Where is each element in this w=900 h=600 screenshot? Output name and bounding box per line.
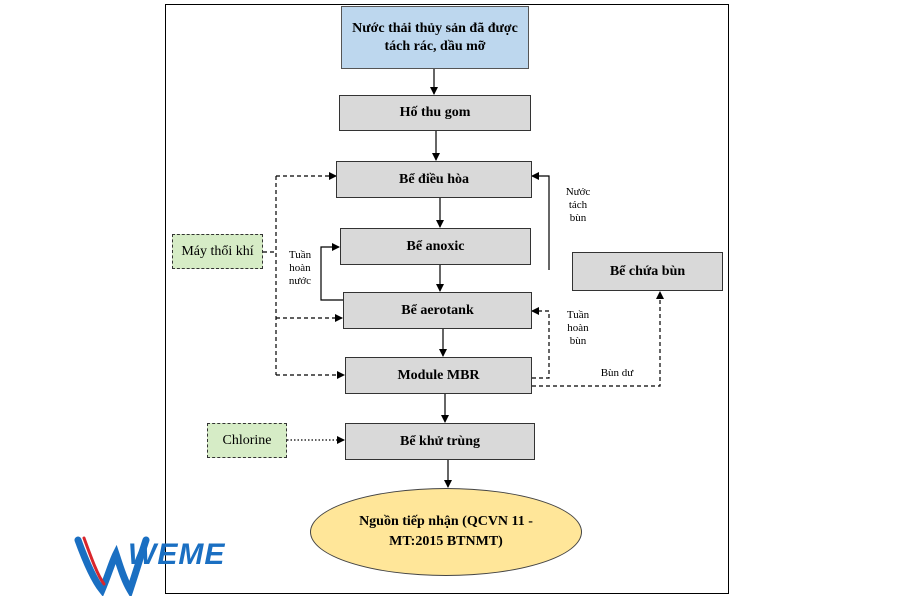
- node-disinfection-tank-label: Bể khử trùng: [400, 433, 480, 449]
- edge-sludge-recirculation: [531, 307, 550, 379]
- node-chlorine: Chlorine: [207, 423, 287, 458]
- node-chlorine-label: Chlorine: [222, 432, 272, 448]
- diagram-frame: [165, 4, 729, 594]
- node-disinfection-tank: Bể khử trùng: [345, 423, 535, 460]
- node-aerotank-label: Bể aerotank: [401, 302, 474, 318]
- edge-excess-sludge: [532, 291, 664, 387]
- node-equalization-tank-label: Bể điều hòa: [398, 171, 469, 187]
- edge-water-recirculation: [320, 243, 345, 301]
- node-receiving-source: Nguồn tiếp nhận (QCVN 11 - MT:2015 BTNMT…: [310, 488, 582, 576]
- node-mbr-module-label: Module MBR: [397, 367, 480, 383]
- node-equalization-tank: Bể điều hòa: [336, 161, 532, 198]
- node-blower: Máy thổi khí: [172, 234, 263, 269]
- weme-logo-text: WEME: [128, 538, 226, 571]
- node-blower-label: Máy thổi khí: [181, 243, 254, 259]
- node-mbr-module: Module MBR: [345, 357, 532, 394]
- node-input-label: Nước thải thủy sản đã được tách rác, dầu…: [352, 21, 518, 54]
- node-collection-tank-label: Hố thu gom: [399, 105, 471, 121]
- node-input: Nước thải thủy sản đã được tách rác, dầu…: [341, 6, 529, 69]
- edge-separated-water: [531, 172, 550, 270]
- label-separated-water: Nước tách bùn: [565, 186, 591, 225]
- label-excess-sludge: Bùn dư: [600, 367, 634, 379]
- weme-logo-mark: [74, 536, 150, 596]
- node-receiving-source-label: Nguồn tiếp nhận (QCVN 11 - MT:2015 BTNMT…: [359, 513, 533, 549]
- label-sludge-recirculation: Tuần hoàn bùn: [566, 309, 590, 348]
- node-aerotank: Bể aerotank: [343, 292, 532, 329]
- node-anoxic-tank-label: Bể anoxic: [406, 238, 465, 254]
- node-sludge-tank-label: Bể chứa bùn: [609, 263, 686, 279]
- label-water-recirculation: Tuần hoàn nước: [288, 249, 312, 288]
- node-sludge-tank: Bể chứa bùn: [572, 252, 723, 291]
- node-collection-tank: Hố thu gom: [339, 95, 531, 131]
- node-anoxic-tank: Bể anoxic: [340, 228, 531, 265]
